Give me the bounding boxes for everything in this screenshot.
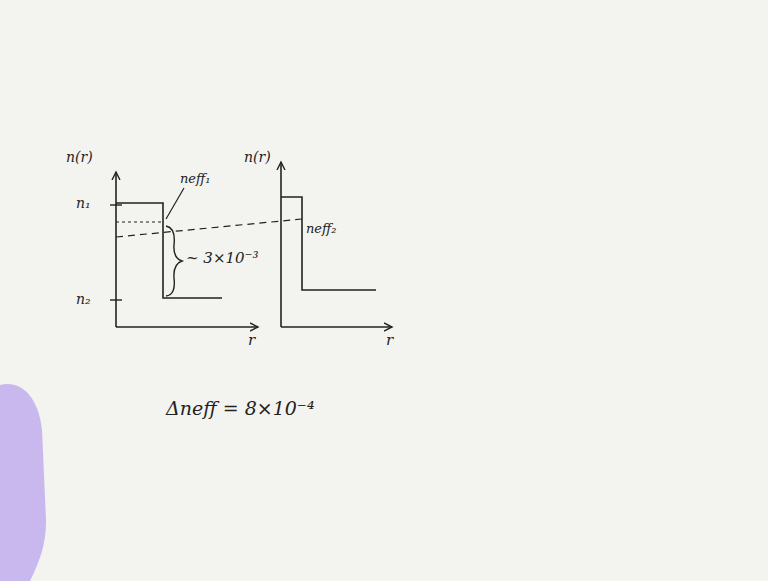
x-axis [116, 326, 258, 328]
difference-equation: Δneff = 8×10⁻⁴ [166, 398, 315, 419]
step-index-profile [281, 197, 376, 290]
leader-line [166, 188, 184, 219]
y-axis [280, 162, 282, 327]
brace [166, 226, 182, 296]
x-axis [281, 326, 392, 328]
axis-label: r [248, 332, 255, 349]
y-axis [115, 172, 117, 327]
axis-label: r [386, 332, 393, 349]
presenter-sleeve [0, 384, 46, 581]
level-label: n₁ [76, 196, 91, 211]
difference-label: ~ 3×10⁻³ [186, 250, 258, 267]
tick [110, 299, 122, 300]
axis-label: n(r) [66, 150, 93, 165]
neff1-level [116, 221, 163, 222]
neff2-level [116, 219, 302, 237]
tick [110, 204, 122, 205]
level-label: neff₂ [306, 222, 337, 236]
axis-label: n(r) [244, 150, 271, 165]
level-label: n₂ [76, 292, 91, 307]
level-label: neff₁ [180, 172, 211, 186]
